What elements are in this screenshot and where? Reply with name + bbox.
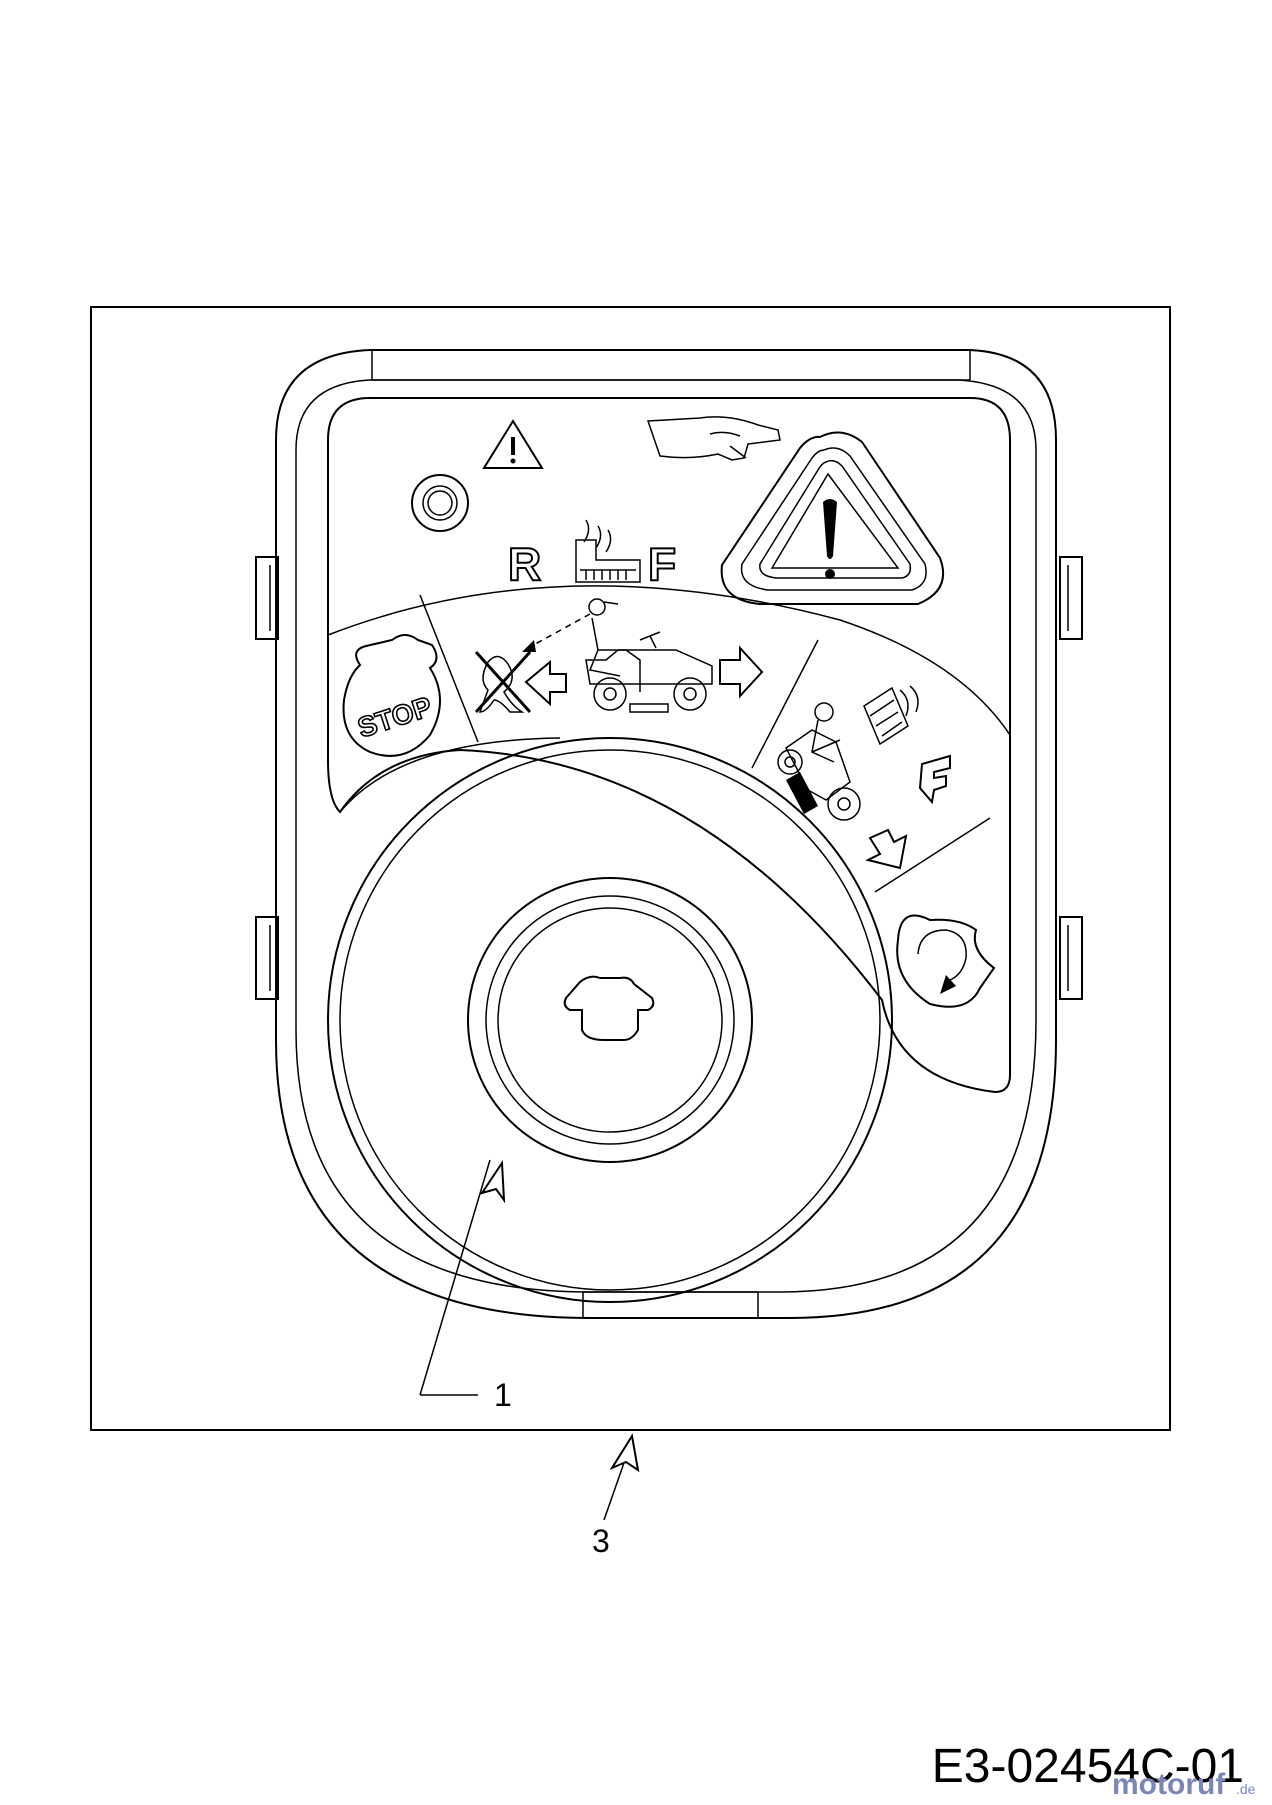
child-safety-warning-icon <box>474 598 764 714</box>
key-switch <box>327 737 893 1303</box>
watermark-logo: motoruf .de <box>1112 1768 1256 1801</box>
assembly-frame <box>90 306 1171 1431</box>
callout-label-1: 1 <box>494 1377 512 1413</box>
watermark-suffix: .de <box>1236 1781 1256 1797</box>
forward-label: F <box>648 538 676 590</box>
watermark-brand: motoruf <box>1112 1768 1226 1800</box>
reverse-forward-mow-symbol: R F <box>507 519 677 591</box>
rider-mow-forward-icon <box>777 685 951 870</box>
callout-leader-3 <box>603 1433 640 1521</box>
start-icon <box>896 914 996 1008</box>
switch-housing <box>275 349 1057 1319</box>
housing-inner-rim <box>295 379 1037 1293</box>
decal-panel <box>327 397 1011 1094</box>
stop-label: STOP <box>354 691 436 744</box>
decal-divider-2 <box>751 639 819 769</box>
decal-divider-1 <box>419 594 479 743</box>
decal-arc-upper <box>327 585 1011 736</box>
pointing-hand-icon <box>646 416 781 461</box>
decal-arc-lower <box>339 737 561 813</box>
stop-icon: STOP <box>342 634 441 757</box>
housing-top-tab <box>371 350 971 381</box>
indicator-lamp-icon <box>411 474 469 532</box>
mounting-clips <box>255 556 1083 1000</box>
reverse-label: R <box>508 538 541 590</box>
drawing-code: E3-02454C-01 <box>932 1740 1244 1793</box>
decal-divider-3 <box>874 817 991 893</box>
callout-leader-1 <box>419 1159 506 1396</box>
small-warning-triangle-icon <box>482 419 544 469</box>
callout-label-3: 3 <box>592 1523 610 1559</box>
large-warning-triangle-icon <box>720 431 945 605</box>
key-slot <box>563 975 655 1041</box>
